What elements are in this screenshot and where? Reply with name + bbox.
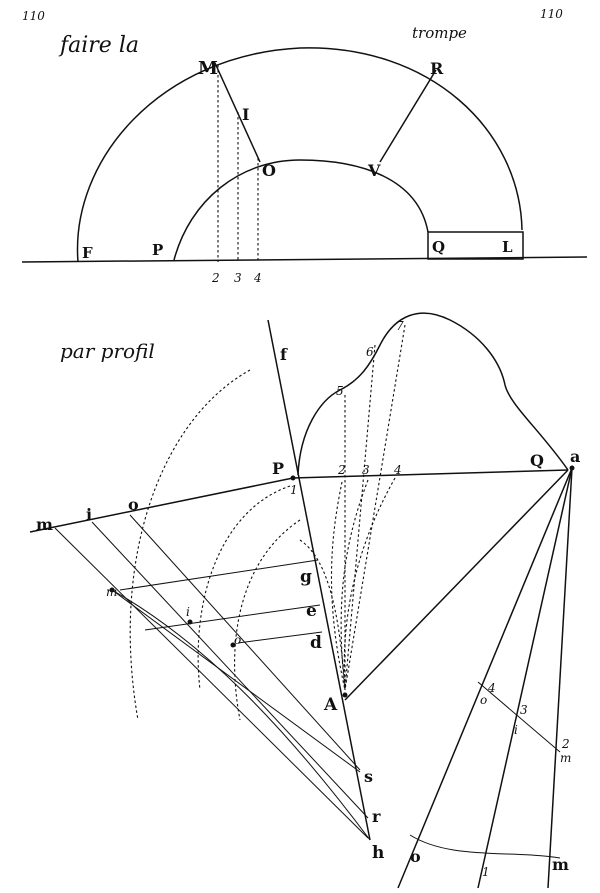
plan-figure [21,47,588,263]
profile-curve [297,312,569,476]
dotted-arc-3 [234,519,301,721]
label-i-right: i [514,723,518,737]
label-m-right: m [560,751,571,765]
label-A: A [323,695,338,715]
line-e [144,604,321,631]
dotted-fan-2 [340,479,369,691]
fan-line-o [397,467,573,889]
title-line1: faire la [58,33,139,58]
point-P [290,475,296,481]
label-2-top: 2 [211,271,220,285]
page-number-left: 110 [22,9,45,23]
label-4-right: 4 [487,681,496,695]
label-V: V [367,161,381,180]
label-m-bottom: m [552,855,569,874]
point-o [230,642,236,648]
label-a: a [570,447,580,466]
label-Q-top: Q [432,238,445,256]
label-5: 5 [336,384,344,398]
label-Q: Q [530,451,544,470]
fan-line-m [547,467,573,889]
base-line [21,256,588,263]
fan-line-1 [477,467,573,889]
point-A [342,692,348,698]
label-F: F [82,244,93,262]
label-o-left: o [128,495,139,514]
line-A-a [344,469,569,701]
line-f-h [267,319,371,841]
label-o-bottom: o [410,847,421,866]
label-3-top: 3 [234,271,242,285]
right-fan [397,467,573,889]
label-6: 6 [366,345,374,359]
label-2: 2 [337,463,346,477]
label-i-inner: i [186,605,190,619]
label-P: P [272,459,284,478]
dotted-fan-3 [343,477,396,691]
label-m-left: m [36,515,53,534]
radius-RV [379,69,437,163]
label-R: R [430,59,444,78]
line-g [119,559,319,591]
dotted-7 [344,324,406,691]
dotted-fan-4 [299,539,346,691]
label-7: 7 [396,319,404,333]
label-o-inner: o [234,633,241,647]
fan-crossline [477,681,561,753]
outer-arch [76,47,523,263]
line-m-h [54,527,369,839]
point-a [569,465,575,471]
label-3: 3 [362,463,370,477]
page-number-right: 110 [540,7,563,21]
label-4-top: 4 [253,271,262,285]
label-i-left: i [86,505,92,524]
line-m-P [29,477,294,533]
label-1: 1 [290,483,298,497]
inner-arch [173,159,429,261]
label-I: I [242,105,249,124]
label-h: h [372,843,384,863]
title-line2: trompe [412,24,467,42]
line-m-s [111,589,361,773]
point-markers [109,465,575,698]
dotted-6 [344,344,376,691]
line-i-r [91,521,369,819]
label-1-bottom: 1 [482,865,490,879]
label-s: s [364,767,373,786]
point-i [187,619,193,625]
label-o-right: o [480,693,487,707]
label-2-right: 2 [561,737,570,751]
envelope-curve [111,589,371,841]
label-L: L [502,238,513,256]
label-M: M [198,58,218,79]
label-P-top: P [152,241,163,259]
line-d [237,631,323,644]
dotted-arc-1 [129,369,251,721]
label-f: f [280,345,288,364]
caption-profile: par profil [60,339,155,363]
line-PQ [292,469,569,479]
label-r: r [372,807,381,826]
point-m [109,587,115,593]
profile-figure [29,312,569,841]
label-4: 4 [393,463,402,477]
label-g: g [300,567,312,587]
fan-arc [409,834,561,859]
dotted-arc-2 [197,485,291,691]
label-d: d [310,633,322,653]
label-3-right: 3 [520,703,528,717]
abutment-rect [427,231,524,260]
line-o-s [129,514,361,771]
label-e: e [306,601,317,621]
dotted-fan-1 [330,481,346,691]
label-O: O [262,161,276,180]
labels: 110 110 faire la trompe par profil M I O… [22,7,580,879]
